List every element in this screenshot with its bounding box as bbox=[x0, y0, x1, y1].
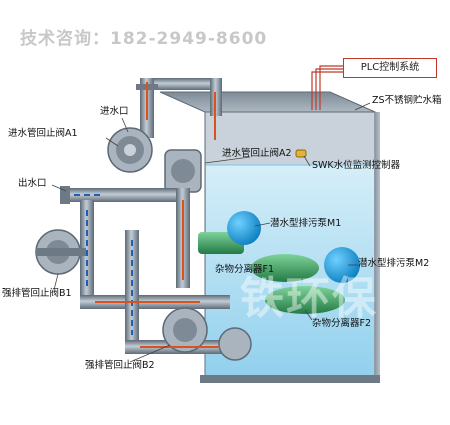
brand-watermark: 铁环保 bbox=[240, 273, 378, 324]
plc-control-system-box: PLC控制系统 bbox=[343, 58, 437, 78]
check-valve-a1-icon bbox=[107, 127, 153, 173]
label-pump-m1: 潜水型排污泵M1 bbox=[270, 218, 342, 229]
label-inlet: 进水口 bbox=[100, 106, 129, 117]
label-separator-f1: 杂物分离器F1 bbox=[215, 264, 275, 275]
level-sensor-icon bbox=[295, 149, 307, 158]
plc-wires bbox=[311, 65, 343, 110]
label-inlet-check-valve-a2: 进水管回止阀A2 bbox=[222, 148, 292, 159]
label-level-controller: SWK水位监测控制器 bbox=[312, 160, 401, 171]
consultation-hotline: 技术咨询：182-2949-8600 bbox=[20, 29, 268, 49]
debris-separator-f1-icon bbox=[251, 254, 319, 282]
debris-separator-f2-icon bbox=[265, 286, 345, 314]
label-pump-m2: 潜水型排污泵M2 bbox=[358, 258, 430, 269]
label-outlet: 出水口 bbox=[18, 178, 47, 189]
label-discharge-valve-b1: 强排管回止阀B1 bbox=[2, 288, 72, 299]
submersible-pump-m1-icon bbox=[198, 211, 261, 254]
label-inlet-check-valve-a1: 进水管回止阀A1 bbox=[8, 128, 78, 139]
label-separator-f2: 杂物分离器F2 bbox=[312, 318, 372, 329]
label-discharge-valve-b2: 强排管回止阀B2 bbox=[85, 360, 155, 371]
label-stainless-tank: ZS不锈钢贮水箱 bbox=[372, 95, 442, 106]
flow-arrows bbox=[70, 82, 220, 348]
leader-lines bbox=[51, 102, 371, 363]
check-valve-a2-icon bbox=[164, 149, 202, 193]
submersible-pump-m2-icon bbox=[324, 247, 360, 283]
